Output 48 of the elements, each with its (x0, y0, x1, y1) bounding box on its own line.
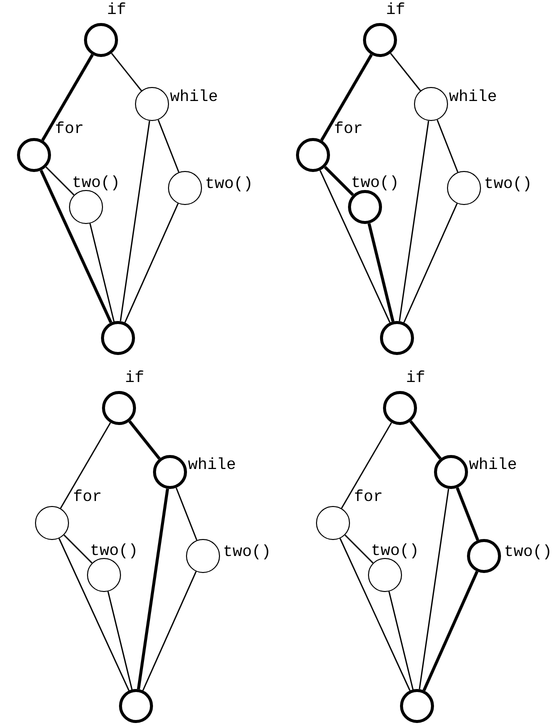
edge-line (368, 223, 394, 322)
edge-line (46, 166, 74, 196)
node-label: two() (205, 174, 254, 194)
node-label: for (334, 119, 363, 139)
edge-line (136, 488, 170, 690)
edge-line (390, 52, 421, 92)
node-label: while (188, 455, 236, 475)
edge-line (176, 488, 198, 540)
edge-line (120, 120, 150, 322)
node-label: if (107, 0, 126, 20)
node-label: two() (90, 541, 138, 561)
node-label: two() (371, 541, 420, 561)
edge-line (158, 120, 180, 172)
node-label: for (73, 487, 102, 507)
node-label: if (125, 368, 144, 388)
edge-line (403, 203, 458, 323)
node-label: for (354, 487, 383, 507)
edge-line (324, 166, 354, 196)
edge-line (58, 538, 130, 691)
edge-line (320, 170, 390, 323)
edge-line (89, 223, 115, 322)
node-label: two() (72, 173, 120, 193)
edge-line (340, 538, 410, 691)
node-label: two() (351, 173, 400, 193)
node-label: if (406, 368, 426, 388)
edge-line (344, 534, 374, 564)
edge-line (124, 203, 179, 323)
node-label: two() (223, 542, 272, 562)
edge-line (64, 534, 92, 564)
edge-line (418, 488, 450, 690)
node-label: if (386, 0, 406, 20)
edge-line (128, 420, 161, 460)
edge-line (107, 591, 133, 690)
edge-line (388, 591, 414, 690)
node-label: two() (504, 542, 552, 562)
edge-line (422, 570, 478, 692)
edge-line (436, 120, 458, 172)
node-label: two() (484, 174, 532, 194)
edge-line (40, 170, 112, 324)
edge-line (456, 487, 480, 541)
node-label: for (55, 119, 84, 139)
edge-line (409, 420, 442, 460)
edge-line (398, 120, 430, 322)
node-label: while (170, 87, 218, 107)
node-label: while (469, 455, 518, 475)
node-label: while (449, 87, 498, 107)
edge-line (142, 571, 197, 691)
edge-line (111, 52, 142, 92)
